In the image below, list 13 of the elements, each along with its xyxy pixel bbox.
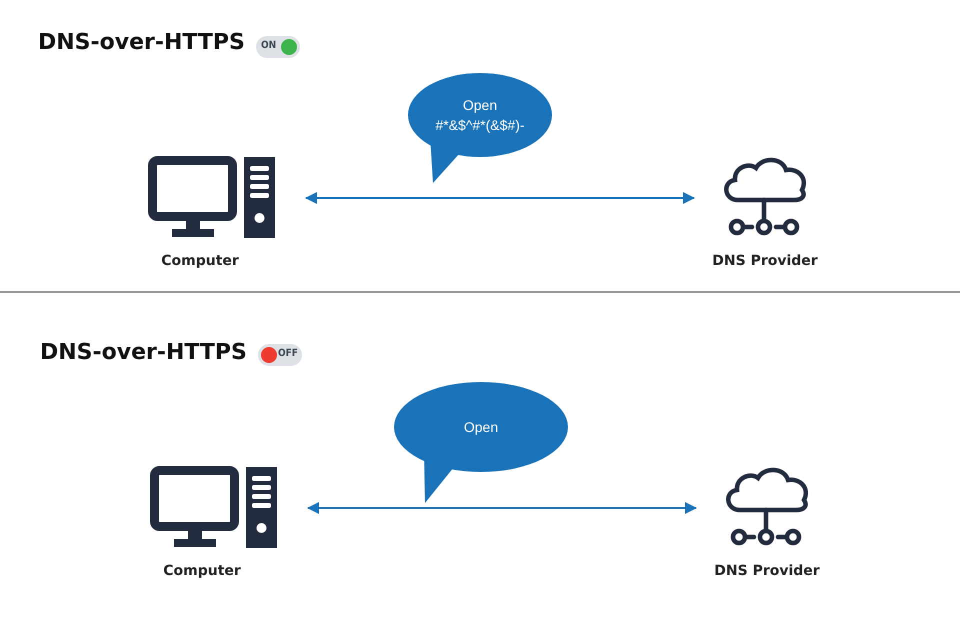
device-label: Computer [160, 253, 240, 269]
bubble-text: Open [462, 97, 498, 113]
double-arrow [305, 192, 695, 204]
device-label: Computer [162, 563, 242, 579]
section-title: DNS-over-HTTPS [40, 340, 247, 365]
bubble-text: Open [462, 419, 500, 435]
device-label: DNS Provider [711, 253, 819, 269]
bubble-text: #*&$^#*(&$#)- [434, 117, 526, 133]
section-title: DNS-over-HTTPS [38, 30, 245, 55]
toggle-switch: OFF [258, 344, 302, 366]
double-arrow [307, 502, 697, 514]
toggle-switch: ON [256, 36, 300, 58]
device-label: DNS Provider [713, 563, 821, 579]
